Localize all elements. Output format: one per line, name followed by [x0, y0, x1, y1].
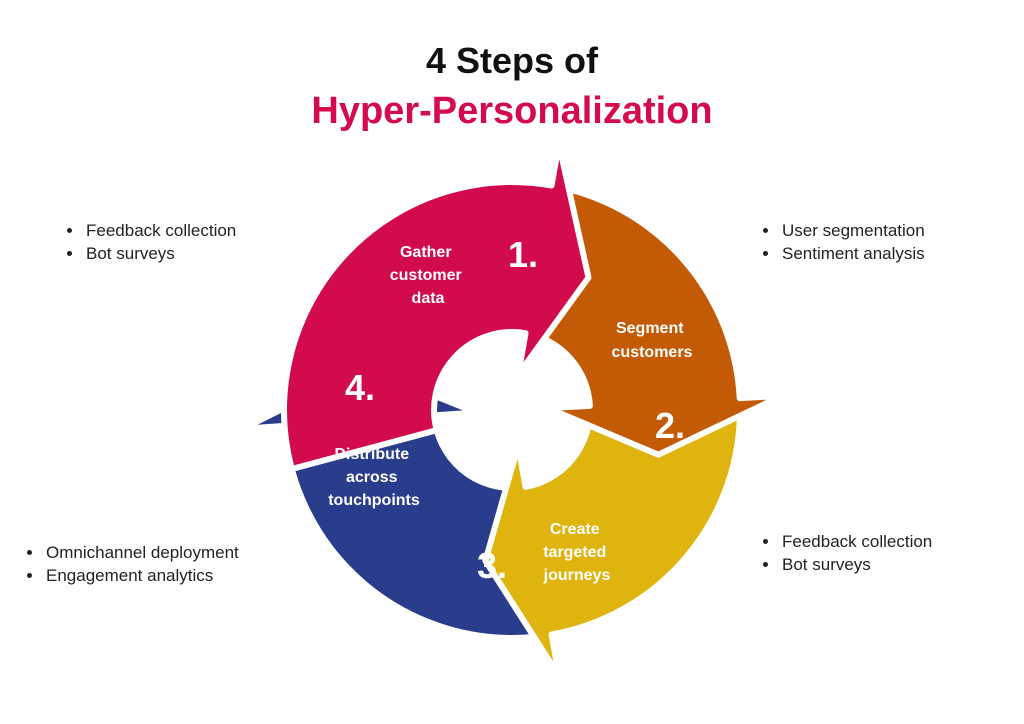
step-1-arrow: [281, 141, 592, 472]
step2-note-1: User segmentation: [780, 219, 925, 242]
step-3-number: 3.: [477, 545, 507, 586]
step1-notes: Feedback collection Bot surveys: [60, 219, 236, 265]
step1-note-1: Feedback collection: [84, 219, 236, 242]
step3-note-1: Feedback collection: [780, 530, 932, 553]
step4-notes: Omnichannel deployment Engagement analyt…: [20, 541, 239, 587]
step-3-arrow: [482, 407, 743, 679]
step-1-number: 1.: [508, 234, 538, 275]
step-2-arrow: [522, 182, 785, 458]
step-2-label: Segment customers: [612, 320, 693, 361]
step3-note-2: Bot surveys: [780, 553, 932, 576]
title-line-2: Hyper-Personalization: [311, 90, 713, 132]
step-1-segment: [281, 141, 592, 472]
step-4-label: Distribute across touchpoints: [328, 446, 420, 509]
step1-note-2: Bot surveys: [84, 242, 236, 265]
step4-note-1: Omnichannel deployment: [44, 541, 239, 564]
title-line-1: 4 Steps of: [425, 40, 599, 81]
step-2-segment: [522, 182, 785, 458]
step-3-label: Create targeted journeys: [543, 521, 611, 584]
step-3-segment: [482, 407, 743, 679]
step4-note-2: Engagement analytics: [44, 564, 239, 587]
step-1-label: Gather customer data: [390, 244, 466, 307]
step-2-number: 2.: [655, 405, 685, 446]
step2-notes: User segmentation Sentiment analysis: [756, 219, 925, 265]
step3-notes: Feedback collection Bot surveys: [756, 530, 932, 576]
step-4-number: 4.: [345, 367, 375, 408]
step2-note-2: Sentiment analysis: [780, 242, 925, 265]
